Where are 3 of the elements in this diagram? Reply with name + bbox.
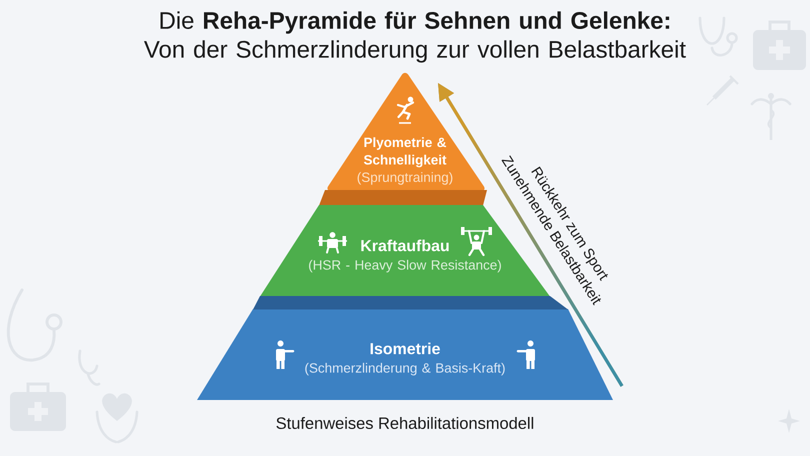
pyramid-tier: Plyometrie & Schnelligkeit (Sprungtraining) bbox=[319, 72, 487, 206]
title: Die Reha-Pyramide für Sehnen und Gelenke: Von der Schmerzlinderung zur vollen Belastbarkeit bbox=[144, 11, 686, 63]
caption: Stufenweises Rehabilitationsmodell bbox=[276, 416, 534, 430]
